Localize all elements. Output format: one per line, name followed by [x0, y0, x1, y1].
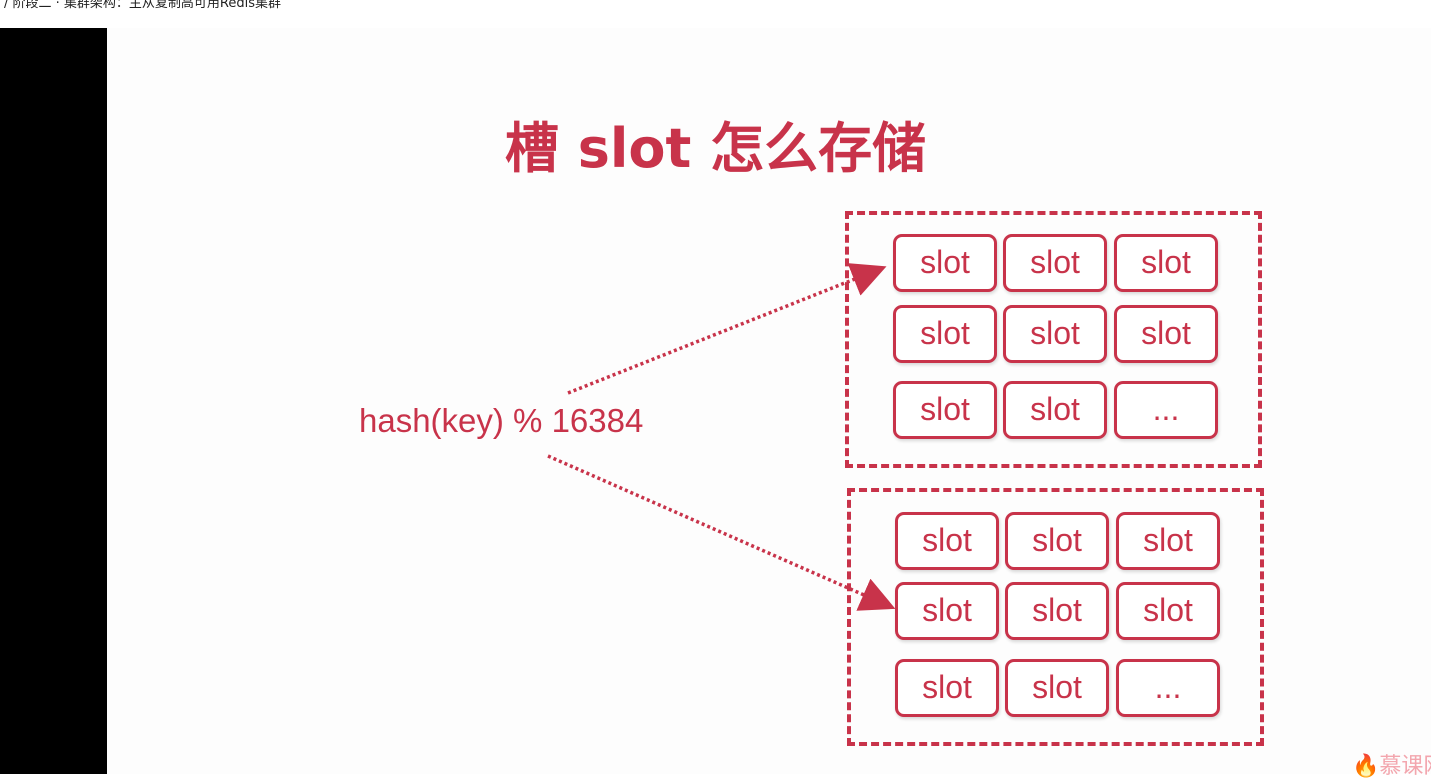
slot-cell: slot [893, 305, 997, 363]
slot-cell: slot [1005, 659, 1109, 717]
logo-text: 慕课网 [1379, 754, 1431, 779]
arrow-to-group-1 [567, 263, 887, 395]
left-black-bar [0, 28, 107, 774]
slot-cell: slot [893, 381, 997, 439]
slot-cell: slot [893, 234, 997, 292]
slot-group-1 [845, 211, 1262, 468]
hash-formula: hash(key) % 16384 [359, 402, 644, 439]
breadcrumb[interactable]: / 阶段二 · 集群架构：主从复制高可用Redis集群 [4, 0, 281, 11]
slot-cell: slot [1005, 512, 1109, 570]
slide-title: 槽 slot 怎么存储 [504, 117, 927, 180]
arrow-to-group-2 [547, 454, 896, 611]
slot-cell: slot [1003, 234, 1107, 292]
slot-cell: slot [1116, 512, 1220, 570]
slot-cell: slot [1114, 234, 1218, 292]
slot-cell: slot [1114, 305, 1218, 363]
slot-cell: slot [895, 582, 999, 640]
slot-cell: slot [1005, 582, 1109, 640]
imooc-logo: 🔥慕课网 [1352, 748, 1431, 780]
slot-cell: slot [1003, 305, 1107, 363]
slot-cell: slot [895, 659, 999, 717]
slot-cell: slot [895, 512, 999, 570]
slot-cell: slot [1116, 582, 1220, 640]
slot-cell: ... [1114, 381, 1218, 439]
slot-cell: slot [1003, 381, 1107, 439]
slot-group-2 [847, 488, 1264, 746]
slot-cell: ... [1116, 659, 1220, 717]
